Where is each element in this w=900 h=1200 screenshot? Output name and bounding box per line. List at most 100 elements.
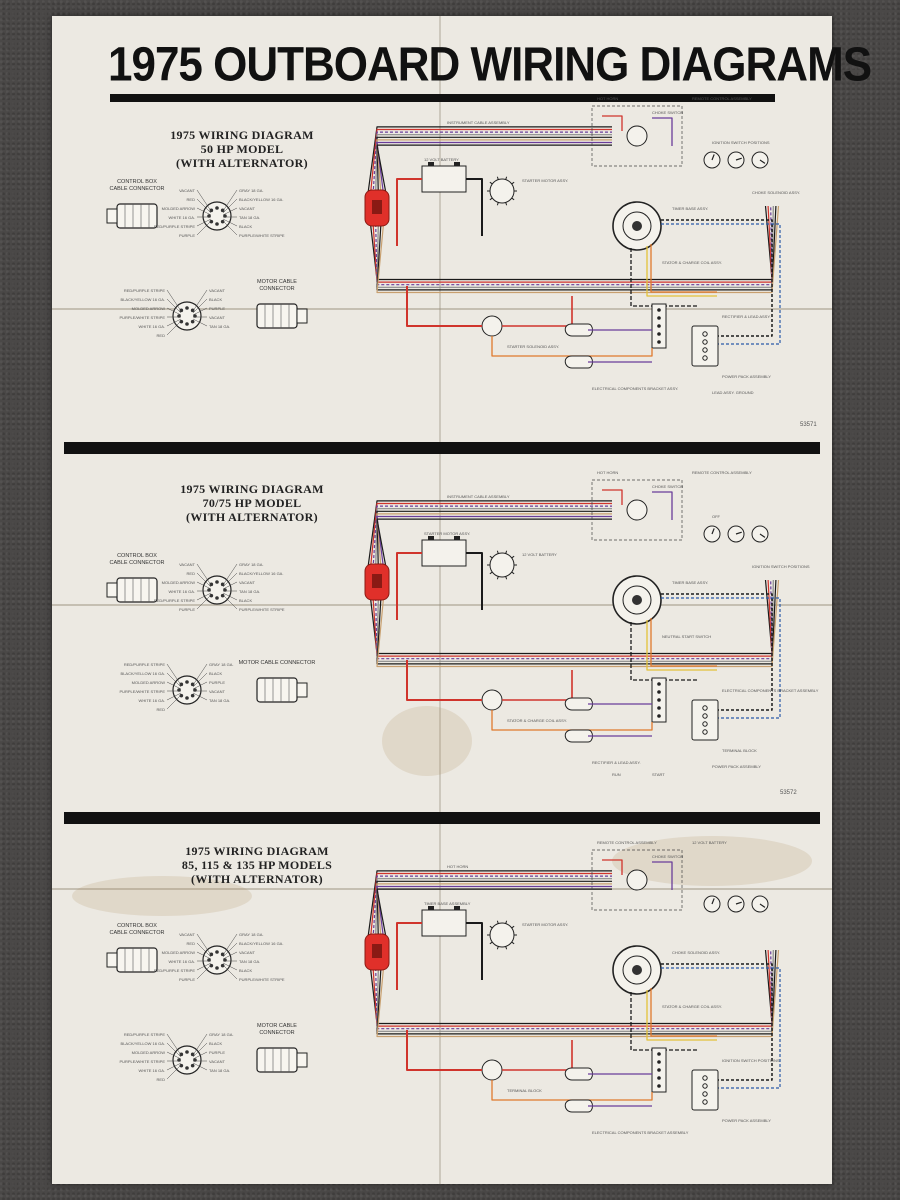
wire-color-label: RED [187, 941, 196, 946]
leader-line [166, 694, 182, 710]
connector-heading: CONTROL BOX [117, 179, 157, 185]
starter-gear-tooth [496, 550, 499, 554]
starter-gear-tooth [496, 176, 499, 180]
leader-line [196, 220, 212, 236]
power-pack [691, 325, 719, 367]
wire-color-label: RED/PURPLE STRIPE [124, 1032, 165, 1037]
battery-terminal [428, 536, 434, 540]
leader-line [166, 672, 182, 688]
instrument-cable-wire [372, 131, 612, 195]
solenoid-cable [406, 286, 482, 327]
component-callout: TIMER BASE ASSEMBLY [424, 901, 471, 906]
starter-gear-tooth [489, 181, 493, 185]
wire-color-label: VACANT [209, 1059, 225, 1064]
instrument-cable-wire [376, 510, 612, 569]
battery-terminal [454, 906, 460, 910]
instrument-cable-wire [376, 880, 612, 939]
starter-gear-tooth [511, 197, 515, 201]
leader-line [222, 207, 238, 216]
wire-color-label: MOLDED ARROW [162, 206, 196, 211]
battery [421, 909, 467, 937]
power-pack-terminal [702, 331, 708, 337]
connector-pin [190, 308, 195, 313]
instrument-cable-wire [376, 885, 612, 939]
starter-gear-tooth [505, 176, 508, 180]
component-callout: CHOKE SWITCH [652, 854, 683, 859]
wire-color-label: GRAY 18 GA. [209, 662, 234, 667]
panel-title-line: (WITH ALTERNATOR) [191, 872, 323, 886]
wire-color-label: PURPLE/WHITE STRIPE [239, 977, 285, 982]
panel-title-line: 1975 WIRING DIAGRAM [180, 482, 324, 496]
connector-pin [215, 596, 219, 600]
timer-lead [630, 622, 697, 681]
component-callout: RUN [612, 772, 621, 777]
wire-color-label: RED/PURPLE STRIPE [124, 288, 165, 293]
component-callout: POWER PACK ASSEMBLY [712, 764, 761, 769]
stator-lead [650, 618, 717, 667]
connector-pin [220, 582, 225, 587]
connector-pin [190, 319, 195, 324]
terminal-screw [657, 1052, 661, 1056]
ignition-switch [626, 869, 648, 891]
timer-lead [630, 992, 697, 1051]
power-pack-terminal [702, 713, 708, 719]
terminal-screw [657, 682, 661, 686]
battery-ground-cable [466, 922, 483, 980]
wire-color-label: MOLDED ARROW [162, 580, 196, 585]
leader-line [196, 592, 212, 601]
switch-position-pointer [711, 154, 715, 161]
component-callout: HOT HORN [447, 864, 468, 869]
leader-line [196, 563, 212, 586]
title-underline [110, 94, 775, 102]
wire-color-label: RED/PURPLE STRIPE [124, 662, 165, 667]
stator-lead [650, 988, 717, 1037]
leader-line [196, 942, 212, 958]
panel-title-line: 70/75 HP MODEL [202, 496, 302, 510]
ignition-coil [564, 323, 593, 337]
panel-70hp: 1975 WIRING DIAGRAM 70/75 HP MODEL (WITH… [52, 16, 832, 812]
power-pack-lead [661, 219, 773, 337]
component-callout: RECTIFIER & LEAD ASSY. [592, 760, 641, 765]
panel-title-line: 50 HP MODEL [200, 142, 284, 156]
timer-lead [630, 248, 697, 307]
leader-line [166, 663, 182, 686]
instrument-cable-wire [367, 870, 612, 939]
leader-line [222, 220, 238, 236]
switch-wire [652, 491, 673, 520]
component-callout: NEUTRAL START SWITCH [662, 634, 711, 639]
leader-line [222, 189, 238, 212]
power-pack-lead [661, 967, 781, 1089]
leader-line [166, 298, 182, 314]
harness-connector-latch [372, 200, 382, 214]
wire-color-label: TAN 18 GA. [239, 215, 260, 220]
switch-wire [602, 859, 623, 875]
starter-gear-tooth [511, 941, 515, 945]
starter-gear-tooth [489, 555, 493, 559]
fold-crease-vertical [439, 16, 441, 1184]
connector-pin [215, 222, 219, 226]
leader-line [196, 207, 212, 216]
panel-title: 1975 WIRING DIAGRAM 50 HP MODEL (WITH AL… [152, 128, 332, 170]
connector-heading: MOTOR CABLE CONNECTOR [239, 660, 316, 666]
component-callout: HOT HORN [597, 96, 618, 101]
leader-line [166, 681, 182, 690]
ignition-coil [564, 1099, 593, 1113]
stator [622, 955, 652, 985]
connector-pin [179, 319, 184, 324]
wire-color-label: RED [187, 571, 196, 576]
starter-gear-tooth [505, 576, 508, 580]
terminal-screw [657, 340, 661, 344]
connector-pin [220, 963, 225, 968]
component-callout: STATOR & CHARGE COIL ASSY. [662, 260, 722, 265]
ignition-switch [626, 499, 648, 521]
starter-gear-tooth [489, 941, 493, 945]
wire-color-label: TAN 18 GA. [239, 589, 260, 594]
terminal-screw [657, 1068, 661, 1072]
connector-plug-body [116, 947, 158, 973]
starter-solenoid [481, 1059, 503, 1081]
engine-harness-wire [372, 579, 773, 657]
battery-cable [396, 552, 422, 620]
engine-harness-wire [376, 949, 774, 1032]
terminal-screw [657, 1076, 661, 1080]
